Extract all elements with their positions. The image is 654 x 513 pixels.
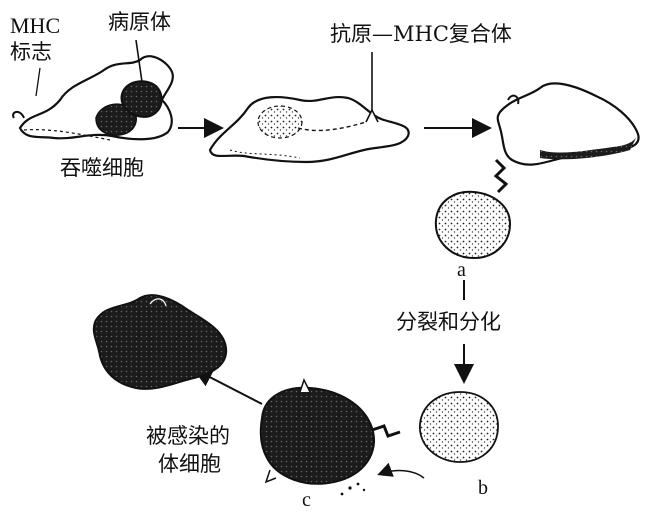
- antigen-mhc-complex-label: 抗原—MHC复合体: [330, 22, 512, 46]
- cell-b-lymphocyte: [372, 392, 498, 462]
- cell-b-label: b: [478, 476, 488, 500]
- infected-cell-c: [261, 380, 424, 495]
- pathogen-label: 病原体: [108, 10, 171, 34]
- cell-a-label: a: [457, 258, 466, 282]
- division-step-label: 分裂和分化: [396, 310, 501, 334]
- phagocyte-cell-2: [210, 52, 409, 162]
- infected-cell-label-line2: 体细胞: [158, 452, 221, 476]
- cell-a-lymphocyte: [436, 192, 510, 258]
- lysed-cell: [94, 295, 226, 389]
- mhc-marker-label-line2: 标志: [10, 40, 52, 64]
- mhc-marker-pointer: [36, 68, 40, 96]
- cell-c-label: c: [302, 488, 311, 512]
- phagocyte-label: 吞噬细胞: [60, 156, 144, 180]
- infected-cell-label-line1: 被感染的: [146, 424, 230, 448]
- mhc-marker-label-line1: MHC: [10, 14, 60, 38]
- phagocyte-cell-3: [496, 83, 639, 192]
